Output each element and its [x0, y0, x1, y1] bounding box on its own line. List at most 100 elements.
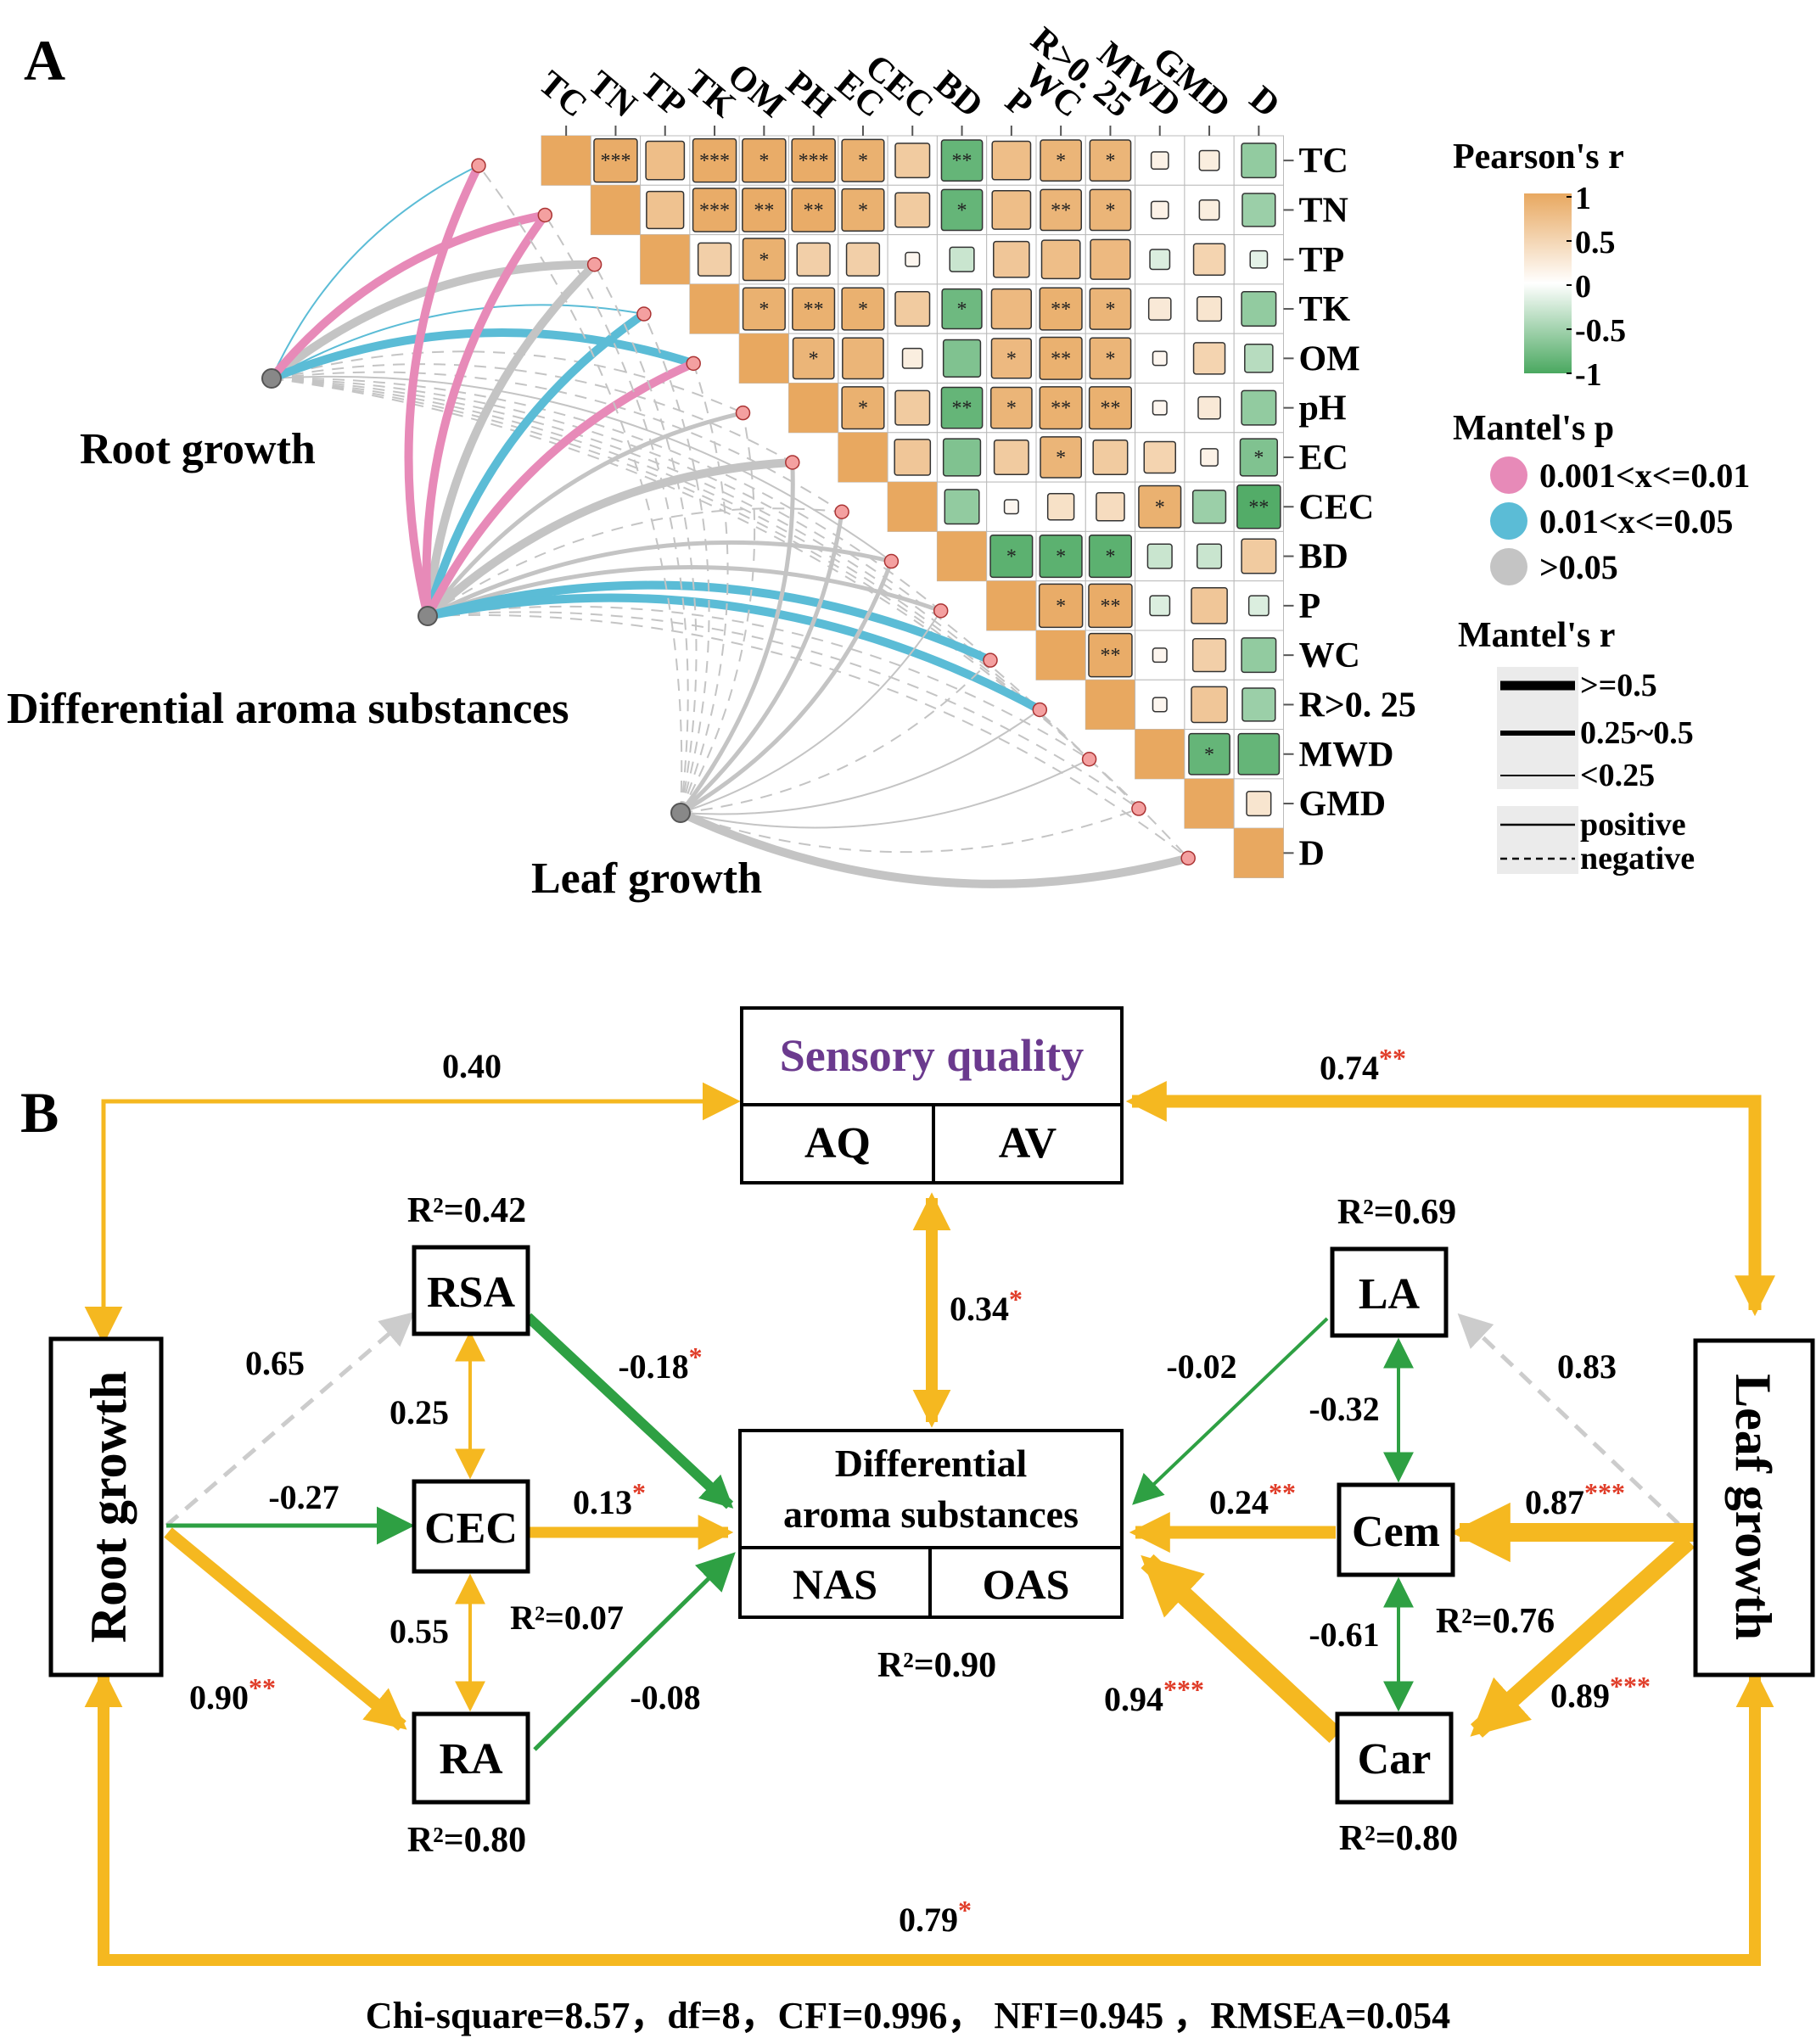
coefficient-value: -0.08 — [630, 1678, 700, 1716]
line-type-legend-bg — [1497, 806, 1578, 874]
r-weak-label: <0.25 — [1580, 758, 1655, 793]
heatmap-diagonal-cell — [640, 234, 690, 284]
heatmap-square — [990, 288, 1032, 330]
significance-stars: *** — [699, 150, 730, 172]
mantel-link — [678, 809, 1190, 888]
coefficient-value: -0.61 — [1309, 1616, 1379, 1654]
heatmap-square — [1241, 687, 1276, 722]
heatmap-square — [989, 386, 1033, 429]
heatmap-square — [941, 288, 983, 330]
heatmap-square — [742, 287, 786, 331]
heatmap-diagonal-cell — [986, 580, 1036, 630]
heatmap-square — [1196, 295, 1223, 322]
coefficient-stars: * — [1009, 1284, 1023, 1314]
mantel-link — [271, 363, 793, 463]
mantel-link — [271, 165, 479, 379]
path-ra-das — [533, 1552, 736, 1751]
coefficient-value: 0.65 — [245, 1344, 305, 1382]
variable-anchor — [785, 455, 800, 470]
heatmap-square — [1152, 647, 1168, 664]
pearson-legend-title: Pearson's r — [1453, 137, 1624, 176]
mantel-link — [271, 304, 645, 379]
heatmap-square — [1003, 499, 1019, 515]
variable-anchor — [686, 356, 701, 372]
row-label: TN — [1299, 191, 1348, 230]
path-rsa-das — [524, 1313, 734, 1509]
heatmap-diagonal-cell — [1184, 778, 1235, 829]
heatmap-square — [692, 137, 737, 183]
coefficient-root_leaf: 0.79* — [899, 1895, 972, 1939]
heatmap-square — [1089, 139, 1132, 182]
heatmap-square — [894, 291, 931, 328]
group-label: Differential aroma substances — [7, 685, 569, 733]
heatmap-square — [944, 489, 980, 525]
significance-stars: * — [1006, 546, 1017, 568]
sensory-aq: AQ — [804, 1119, 871, 1168]
group-node — [670, 803, 691, 823]
heatmap-square — [1150, 200, 1169, 220]
mantel-link — [271, 378, 1189, 860]
leaf-growth-box: Leaf growth — [1693, 1338, 1815, 1677]
das-r2: R²=0.90 — [877, 1646, 996, 1685]
significance-stars: * — [1056, 596, 1066, 618]
leaf-growth-label: Leaf growth — [1725, 1374, 1781, 1640]
coefficient-value: -0.27 — [268, 1478, 339, 1516]
mantel-link — [404, 163, 483, 618]
significance-stars: * — [858, 299, 868, 321]
coefficient-value: 0.94 — [1104, 1680, 1163, 1718]
car-node: Car R²=0.80 — [1335, 1711, 1458, 1858]
significance-stars: * — [858, 199, 868, 221]
car-label: Car — [1358, 1735, 1432, 1784]
heatmap-square — [1241, 143, 1277, 179]
heatmap-square — [989, 534, 1034, 579]
mantel-p-legend: 0.001<x<=0.010.01<x<=0.05>0.05 — [1490, 456, 1750, 586]
mantel-link — [679, 511, 844, 815]
heatmap-square — [901, 347, 923, 369]
heatmap-square — [791, 188, 836, 232]
heatmap-square — [1237, 732, 1281, 776]
significance-stars: * — [1056, 546, 1066, 568]
mantel-link — [680, 808, 1140, 854]
coefficient-stars: ** — [1269, 1477, 1296, 1508]
heatmap-square — [894, 389, 931, 426]
variable-anchor — [586, 257, 603, 272]
la-r2: R²=0.69 — [1337, 1193, 1456, 1232]
heatmap-square — [1039, 336, 1083, 380]
coefficient-leaf_car: 0.89*** — [1550, 1671, 1651, 1715]
significance-stars: * — [1105, 546, 1115, 568]
path-la-das — [1132, 1317, 1329, 1505]
significance-stars: ** — [1100, 596, 1120, 618]
coefficient-rsa_cec: 0.25 — [390, 1393, 449, 1431]
coefficient-stars: * — [689, 1341, 703, 1372]
coefficient-la_cem: -0.32 — [1309, 1390, 1379, 1428]
row-label: CEC — [1299, 488, 1375, 527]
significance-stars: * — [809, 348, 819, 370]
group-label: Leaf growth — [531, 854, 762, 903]
significance-stars: * — [1105, 348, 1115, 370]
variable-anchor — [1081, 752, 1097, 767]
heatmap-square — [1088, 386, 1133, 430]
coefficient-value: 0.89 — [1550, 1677, 1610, 1715]
heatmap-square — [1241, 538, 1277, 574]
coefficient-la_das: -0.02 — [1166, 1347, 1236, 1386]
heatmap-square — [742, 188, 787, 232]
mantel-link — [680, 758, 1090, 829]
significance-stars: ** — [1100, 645, 1120, 667]
heatmap-square — [993, 240, 1030, 278]
significance-stars: * — [1056, 447, 1066, 469]
heatmap-square — [1191, 638, 1227, 673]
heatmap-square — [1149, 595, 1171, 617]
root-growth-label: Root growth — [81, 1371, 137, 1644]
coefficient-ra_das: -0.08 — [630, 1678, 700, 1716]
variable-anchor — [883, 553, 900, 569]
heatmap-square — [841, 188, 885, 232]
column-label: D — [1242, 79, 1287, 126]
coefficient-cec_ra: 0.55 — [390, 1612, 449, 1650]
significance-stars: * — [957, 299, 967, 321]
mantel-link — [427, 613, 1189, 860]
variable-anchor — [537, 207, 553, 223]
coefficient-root_rsa: 0.65 — [245, 1344, 305, 1382]
significance-stars: ** — [952, 150, 972, 172]
mantel-link — [270, 328, 695, 383]
